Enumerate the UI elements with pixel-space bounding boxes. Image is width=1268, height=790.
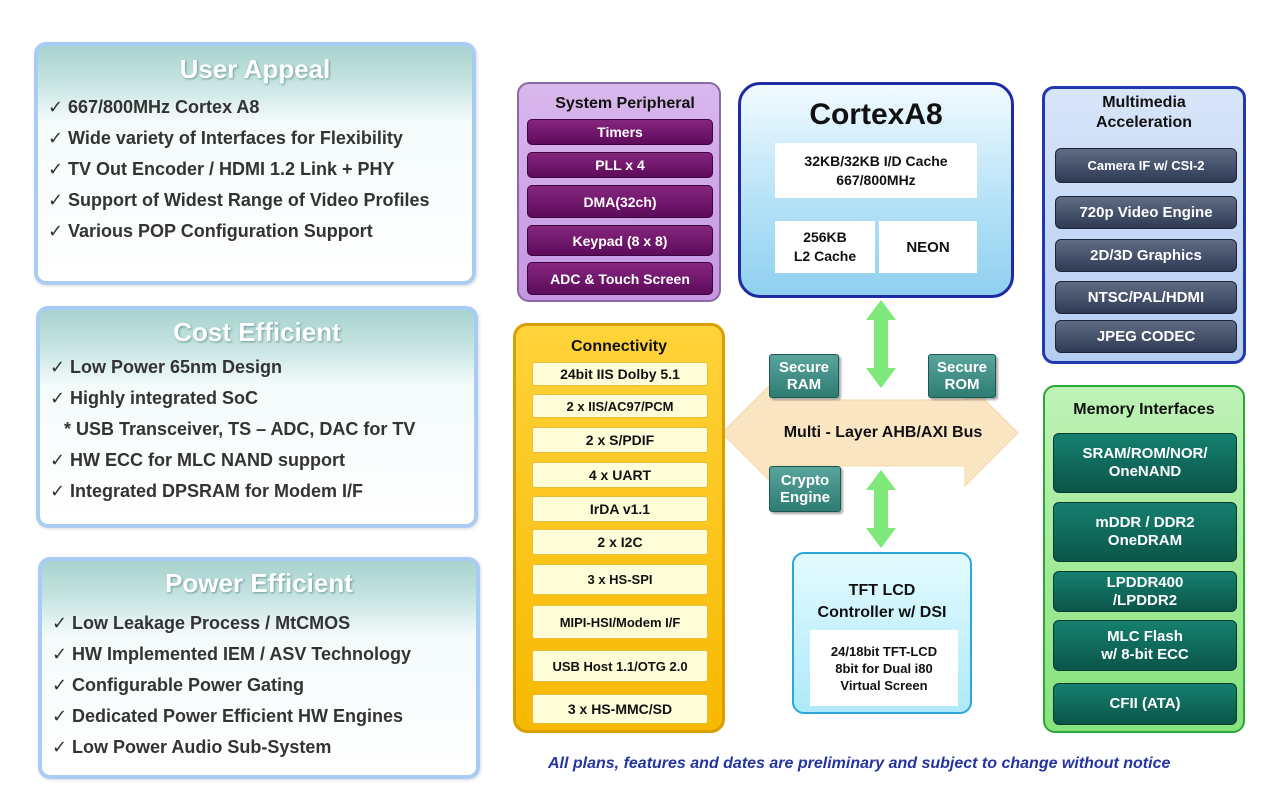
memory-interfaces-block: Memory Interfaces SRAM/ROM/NOR/ OneNAND … <box>1043 385 1245 733</box>
check-icon: ✓ <box>52 644 68 664</box>
check-icon: ✓ <box>48 128 64 148</box>
l2-cache-box: 256KB L2 Cache <box>775 221 875 273</box>
uart-item: 4 x UART <box>532 462 708 488</box>
list-item: ✓Wide variety of Interfaces for Flexibil… <box>48 123 472 154</box>
cache-box: 32KB/32KB I/D Cache 667/800MHz <box>775 143 977 198</box>
bus-label: Multi - Layer AHB/AXI Bus <box>783 424 983 441</box>
connectivity-title: Connectivity <box>570 338 667 355</box>
adc-touch-item: ADC & Touch Screen <box>527 262 713 295</box>
power-efficient-title: Power Efficient <box>165 568 353 598</box>
memory-interfaces-title: Memory Interfaces <box>1073 401 1215 418</box>
jpeg-item: JPEG CODEC <box>1055 320 1237 353</box>
i2c-item: 2 x I2C <box>532 529 708 555</box>
check-icon: ✓ <box>50 357 66 377</box>
check-icon: ✓ <box>48 97 64 117</box>
user-appeal-title: User Appeal <box>179 54 331 84</box>
connectivity-block: Connectivity 24bit IIS Dolby 5.1 2 x IIS… <box>513 323 725 733</box>
check-icon: ✓ <box>48 159 64 179</box>
cfii-item: CFII (ATA) <box>1053 683 1237 725</box>
graphics-item: 2D/3D Graphics <box>1055 239 1237 272</box>
cortex-a8-title: CortexA8 <box>809 98 943 131</box>
cost-efficient-list: ✓Low Power 65nm Design ✓Highly integrate… <box>40 350 474 507</box>
timers-item: Timers <box>527 119 713 145</box>
ntsc-item: NTSC/PAL/HDMI <box>1055 281 1237 314</box>
keypad-item: Keypad (8 x 8) <box>527 225 713 256</box>
irda-item: IrDA v1.1 <box>532 496 708 522</box>
check-icon: ✓ <box>50 388 66 408</box>
pll-item: PLL x 4 <box>527 152 713 178</box>
check-icon: ✓ <box>50 450 66 470</box>
check-icon: ✓ <box>52 675 68 695</box>
cost-efficient-panel: Cost Efficient ✓Low Power 65nm Design ✓H… <box>36 306 478 528</box>
multimedia-title: Multimedia Acceleration <box>1095 94 1193 131</box>
spdif-item: 2 x S/PDIF <box>532 427 708 453</box>
cost-efficient-title: Cost Efficient <box>173 317 341 347</box>
crypto-engine-block: Crypto Engine <box>769 466 841 512</box>
multimedia-acceleration-block: Multimedia Acceleration Camera IF w/ CSI… <box>1042 86 1246 364</box>
list-item: ✓TV Out Encoder / HDMI 1.2 Link + PHY <box>48 154 472 185</box>
check-icon: ✓ <box>52 613 68 633</box>
usb-host-item: USB Host 1.1/OTG 2.0 <box>532 650 708 682</box>
tft-lcd-title: TFT LCD Controller w/ DSI <box>817 582 947 621</box>
system-peripheral-block: System Peripheral Timers PLL x 4 DMA(32c… <box>517 82 721 302</box>
list-item: ✓Low Power Audio Sub-System <box>52 732 476 763</box>
list-item: ✓Highly integrated SoC <box>50 383 474 414</box>
system-peripheral-title: System Peripheral <box>555 95 695 112</box>
cortex-a8-block: CortexA8 32KB/32KB I/D Cache 667/800MHz … <box>738 82 1014 298</box>
secure-ram-block: Secure RAM <box>769 354 839 398</box>
mlc-flash-item: MLC Flash w/ 8-bit ECC <box>1053 620 1237 671</box>
user-appeal-panel: User Appeal ✓667/800MHz Cortex A8 ✓Wide … <box>34 42 476 285</box>
list-item: ✓Configurable Power Gating <box>52 670 476 701</box>
cortex-bus-arrow <box>866 300 896 388</box>
power-efficient-panel: Power Efficient ✓Low Leakage Process / M… <box>38 557 480 779</box>
bus-diagram-arrows <box>721 300 1019 548</box>
iis-ac97-item: 2 x IIS/AC97/PCM <box>532 394 708 418</box>
mipi-hsi-item: MIPI-HSI/Modem I/F <box>532 605 708 639</box>
disclaimer-note: All plans, features and dates are prelim… <box>548 755 1171 772</box>
power-efficient-list: ✓Low Leakage Process / MtCMOS ✓HW Implem… <box>42 601 476 763</box>
user-appeal-list: ✓667/800MHz Cortex A8 ✓Wide variety of I… <box>38 88 472 247</box>
list-item: ✓Dedicated Power Efficient HW Engines <box>52 701 476 732</box>
list-item: ✓Integrated DPSRAM for Modem I/F <box>50 476 474 507</box>
sram-rom-item: SRAM/ROM/NOR/ OneNAND <box>1053 433 1237 493</box>
iis-dolby-item: 24bit IIS Dolby 5.1 <box>532 362 708 386</box>
list-item: ✓Various POP Configuration Support <box>48 216 472 247</box>
dma-item: DMA(32ch) <box>527 185 713 218</box>
check-icon: ✓ <box>48 190 64 210</box>
secure-rom-block: Secure ROM <box>928 354 996 398</box>
mddr-item: mDDR / DDR2 OneDRAM <box>1053 502 1237 562</box>
lpddr-item: LPDDR400 /LPDDR2 <box>1053 571 1237 612</box>
tft-lcd-detail-box: 24/18bit TFT-LCD 8bit for Dual i80 Virtu… <box>810 630 958 706</box>
neon-box: NEON <box>879 221 977 273</box>
check-icon: ✓ <box>52 706 68 726</box>
list-item: ✓HW Implemented IEM / ASV Technology <box>52 639 476 670</box>
check-icon: ✓ <box>52 737 68 757</box>
tft-bus-arrow <box>866 470 896 548</box>
check-icon: ✓ <box>48 221 64 241</box>
hs-spi-item: 3 x HS-SPI <box>532 564 708 595</box>
hs-mmc-item: 3 x HS-MMC/SD <box>532 694 708 724</box>
check-icon: ✓ <box>50 481 66 501</box>
video-engine-item: 720p Video Engine <box>1055 196 1237 229</box>
tft-lcd-block: TFT LCD Controller w/ DSI 24/18bit TFT-L… <box>792 552 972 714</box>
camera-if-item: Camera IF w/ CSI-2 <box>1055 148 1237 183</box>
list-item: ✓Low Power 65nm Design <box>50 352 474 383</box>
list-item: * USB Transceiver, TS – ADC, DAC for TV <box>64 419 416 439</box>
list-item: ✓Low Leakage Process / MtCMOS <box>52 608 476 639</box>
list-item: ✓667/800MHz Cortex A8 <box>48 92 472 123</box>
list-item: ✓HW ECC for MLC NAND support <box>50 445 474 476</box>
list-item: ✓Support of Widest Range of Video Profil… <box>48 185 472 216</box>
